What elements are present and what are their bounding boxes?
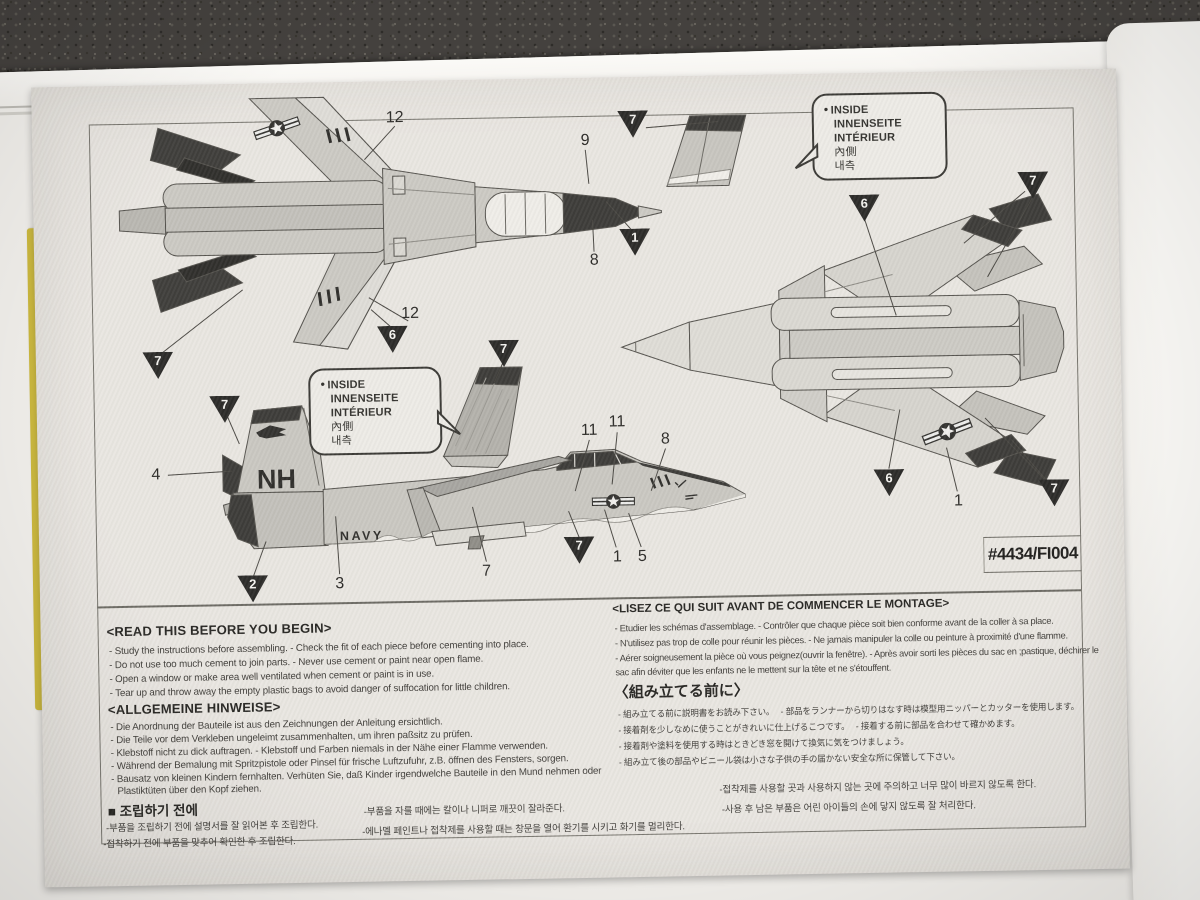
callout-number: 3: [335, 575, 345, 593]
instruction-sheet: NH NAVY: [31, 68, 1130, 888]
callout-number: 11: [580, 421, 598, 439]
diagram-side-view: NH NAVY: [222, 405, 746, 550]
section-title: 〈組み立てる前に〉: [613, 682, 749, 702]
tail-art-jet-silhouette: [256, 425, 287, 439]
bubble-tail: [794, 142, 819, 170]
diagram-top-view: [118, 96, 662, 350]
callout-number: 5: [637, 547, 647, 566]
callout-number: 11: [608, 413, 626, 431]
bubble-text: INSIDE: [327, 378, 366, 392]
callout-number: 7: [482, 562, 492, 580]
inside-callout-bubble-2: ●INSIDE INNENSEITE INTÉRIEUR 內側 내측: [308, 366, 461, 456]
callout-number: 1: [612, 548, 622, 566]
section-title: ■ 조립하기 전에: [107, 802, 199, 820]
tail-code: NH: [257, 464, 297, 495]
kit-number: #4434/FI004: [987, 543, 1079, 564]
navy-marking: NAVY: [340, 528, 384, 543]
callout-number: 8: [589, 251, 599, 269]
callout-number: 8: [660, 430, 670, 448]
kit-number-box: #4434/FI004: [983, 535, 1082, 573]
inside-callout-bubble-1: ●INSIDE INNENSEITE INTÉRIEUR 內側 내측: [794, 91, 948, 181]
section-title: <ALLGEMEINE HINWEISE>: [107, 699, 281, 718]
bubble-text: INSIDE: [830, 103, 869, 117]
bullet-icon: ●: [320, 379, 326, 389]
bubble-tail: [436, 409, 461, 435]
bullet-icon: ●: [823, 104, 829, 114]
callout-number: 4: [151, 466, 161, 484]
bubble-line: 내측: [331, 434, 353, 448]
callout-number: 1: [953, 492, 964, 510]
bubble-line: 내측: [834, 160, 856, 173]
instruction-line: -접착하기 전에 부품을 맞추어 확인한 후 조립한다.: [103, 836, 296, 851]
callout-number: 9: [580, 131, 590, 149]
callout-number: 12: [385, 109, 404, 127]
callout-number: 12: [401, 304, 420, 323]
